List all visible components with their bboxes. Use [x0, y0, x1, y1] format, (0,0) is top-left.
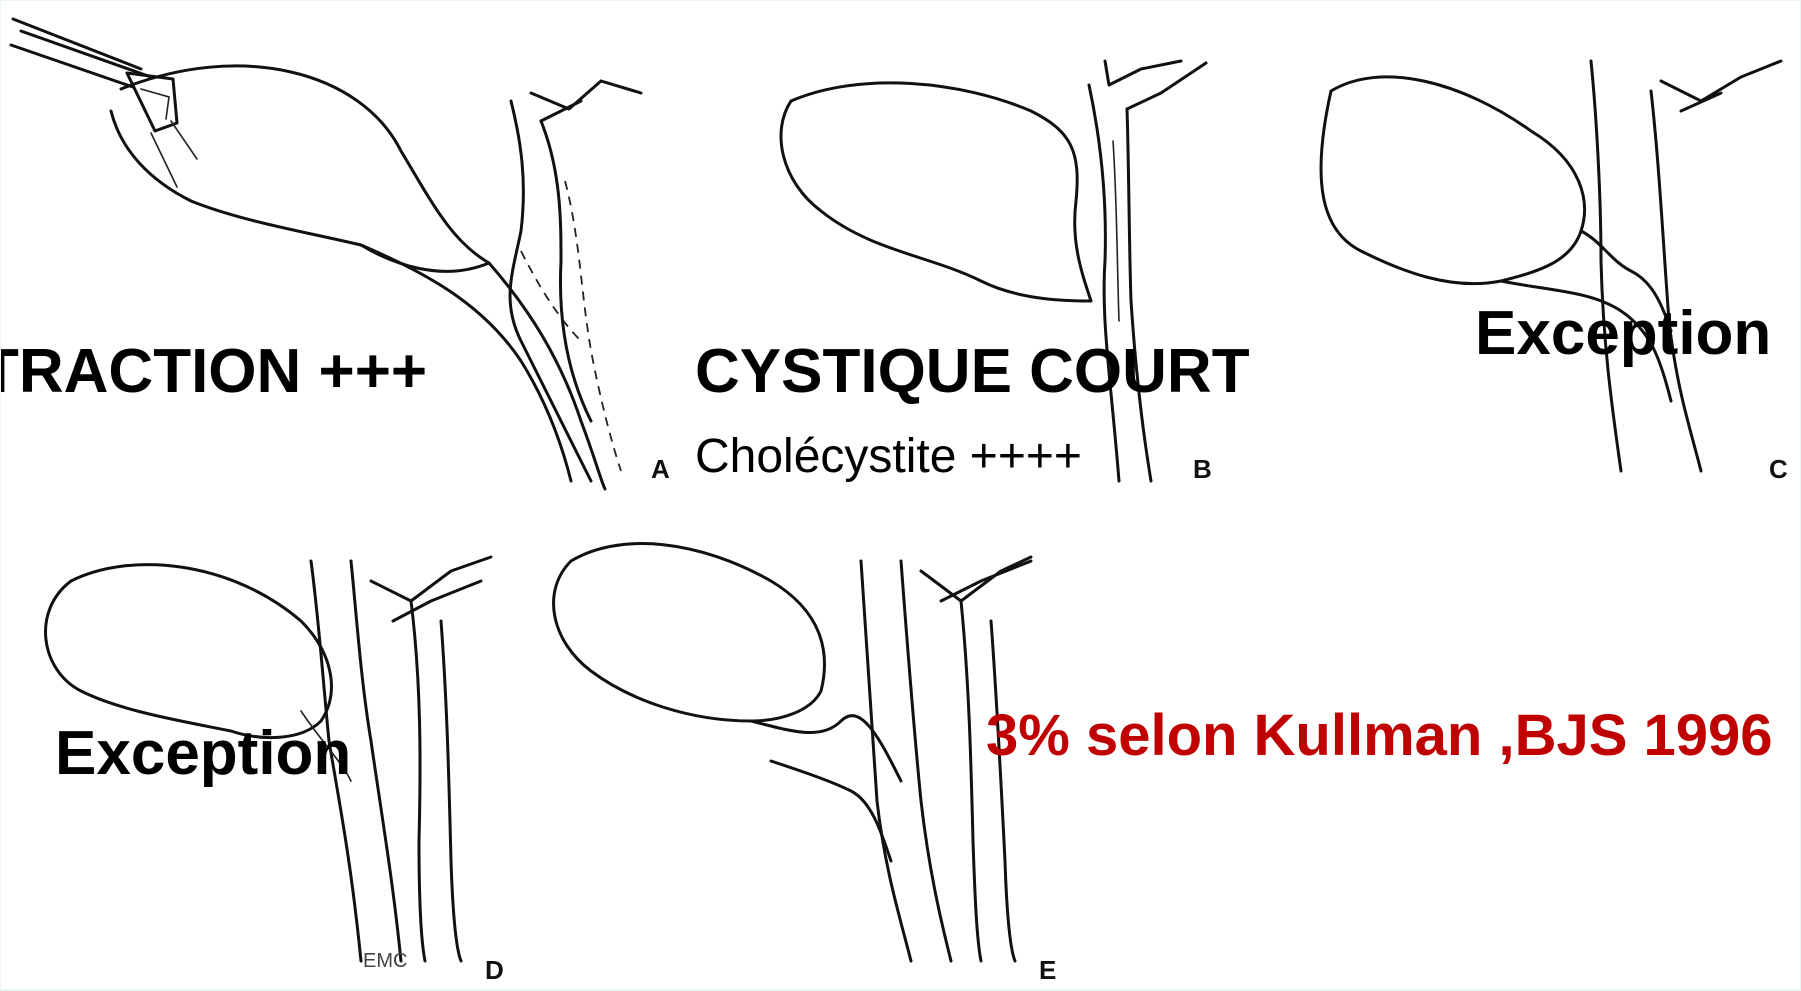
- figure-letter-c: C: [1769, 456, 1788, 482]
- label-exception-c: Exception: [1475, 303, 1771, 365]
- panel-b-drawing: [781, 61, 1206, 481]
- figure-letter-d: D: [485, 957, 504, 983]
- label-exception-d: Exception: [55, 723, 351, 785]
- panel-c-drawing: [1321, 61, 1781, 471]
- label-traction: TRACTION +++: [1, 341, 427, 403]
- label-kullman: 3% selon Kullman ,BJS 1996: [986, 707, 1773, 765]
- emc-watermark: EMC: [363, 951, 407, 971]
- panel-a-drawing: [11, 19, 641, 489]
- panel-e-drawing: [554, 544, 1031, 961]
- figure-letter-a: A: [651, 456, 670, 482]
- figure-letter-e: E: [1039, 957, 1056, 983]
- label-cystique-court: CYSTIQUE COURT: [695, 341, 1250, 403]
- label-cholecystite: Cholécystite ++++: [695, 433, 1082, 481]
- figure-letter-b: B: [1193, 456, 1212, 482]
